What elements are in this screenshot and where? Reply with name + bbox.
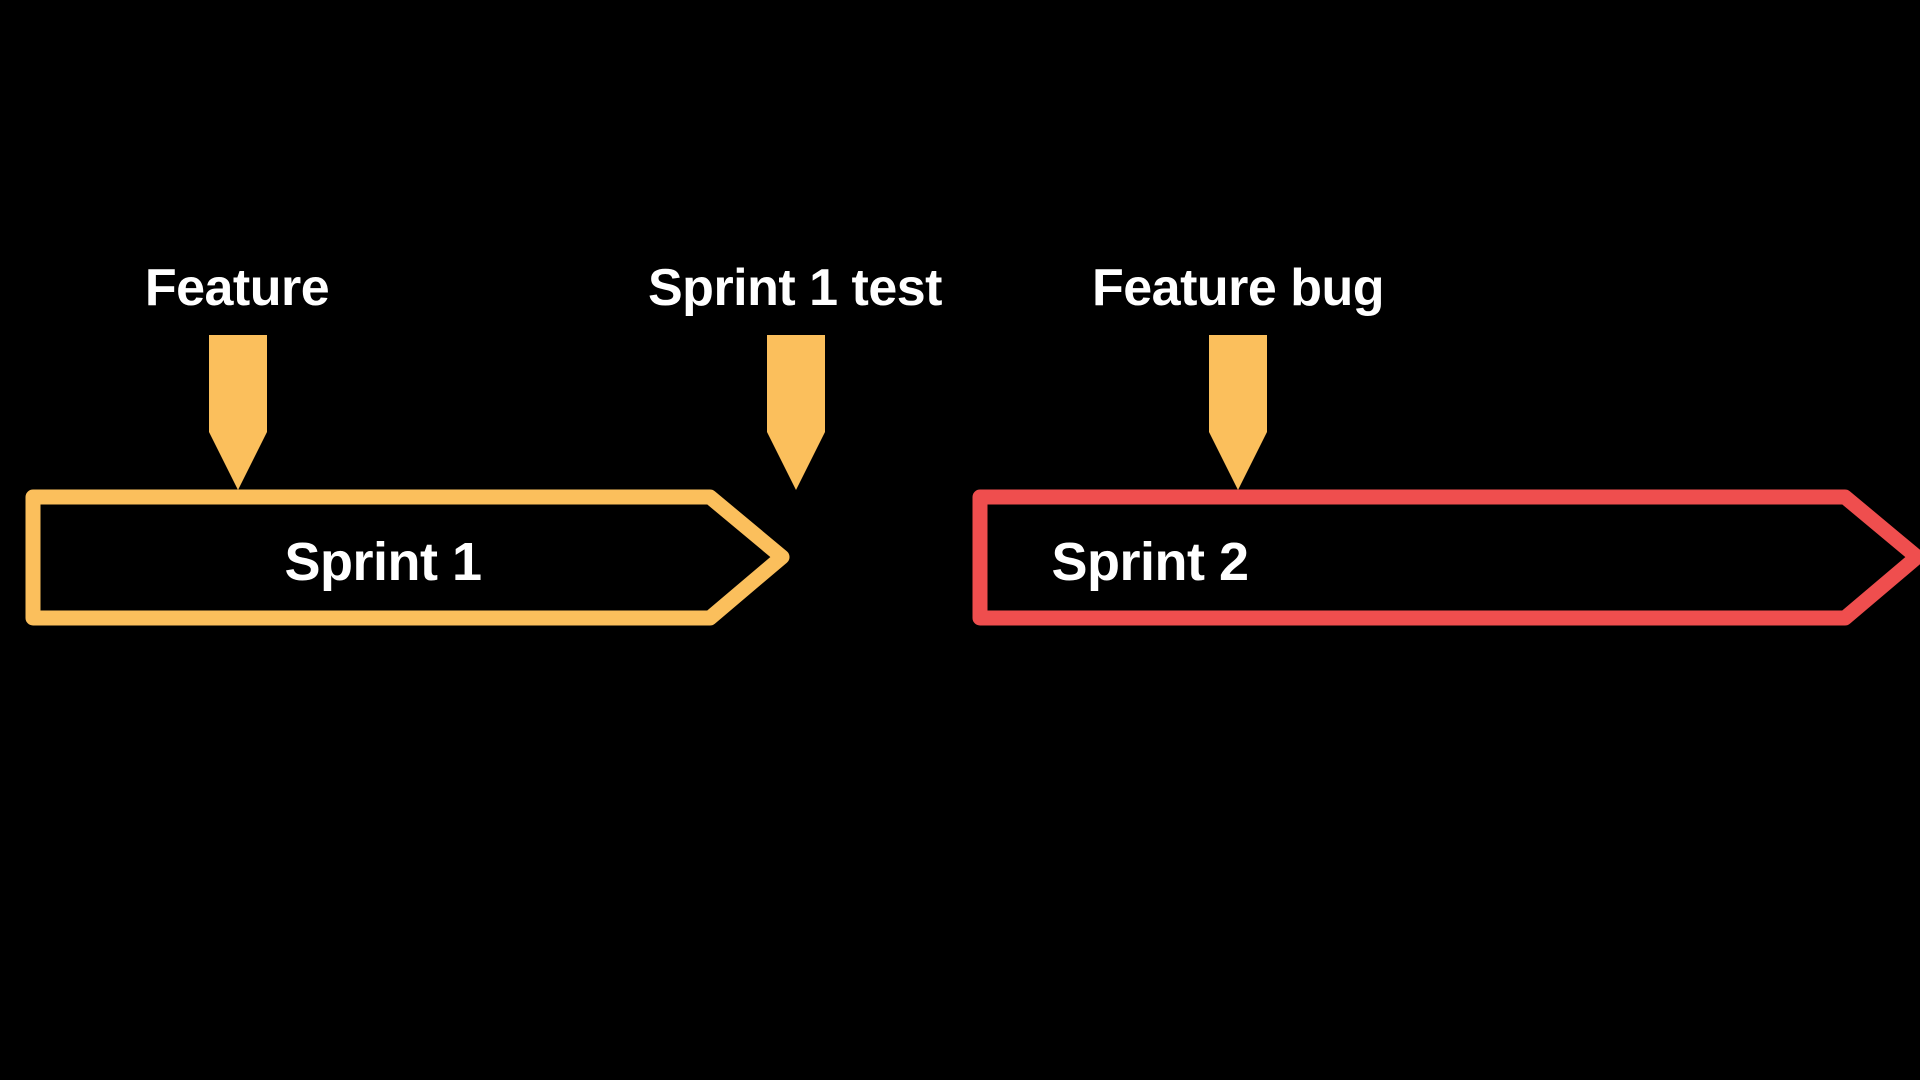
marker-arrow-sprint-1-test[interactable] — [767, 335, 825, 490]
marker-arrow-feature[interactable] — [209, 335, 267, 490]
sprint-2-bar[interactable] — [972, 489, 1920, 626]
bar-label-sprint-2: Sprint 2 — [1051, 532, 1249, 592]
marker-label-feature: Feature — [144, 259, 330, 317]
sprint-1-bar[interactable] — [25, 489, 790, 626]
marker-arrow-feature-bug[interactable] — [1209, 335, 1267, 490]
bar-label-sprint-1: Sprint 1 — [284, 532, 482, 592]
marker-label-feature-bug: Feature bug — [1091, 259, 1385, 317]
marker-label-sprint-1-test: Sprint 1 test — [648, 259, 943, 317]
